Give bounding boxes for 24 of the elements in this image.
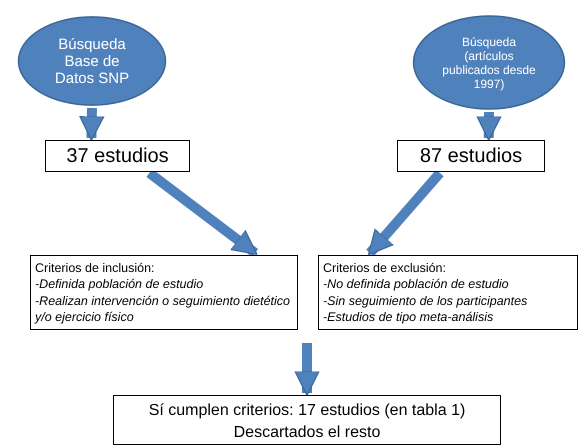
search-ellipse	[412, 14, 566, 111]
result-box	[113, 395, 501, 445]
criteria-item: -Realizan intervención o seguimiento dietético y/o ejercicio físico	[35, 292, 292, 325]
criteria-item: -Definida población de estudio	[35, 276, 204, 292]
block-arrow	[476, 112, 502, 141]
count-box	[397, 140, 545, 172]
count-label: 87 estudios	[420, 144, 522, 168]
search-label: Búsqueda (artículos publicados desde 1997)	[441, 34, 537, 90]
result-text: Sí cumplen criterios: 17 estudios (en tabla 1)	[148, 401, 466, 421]
search-ellipse	[17, 15, 167, 107]
count-label: 37 estudios	[66, 144, 169, 168]
block-arrow	[79, 108, 104, 141]
criteria-heading: Criterios de inclusión:	[35, 260, 156, 276]
count-box	[45, 140, 190, 172]
block-arrow	[366, 170, 444, 256]
criteria-item: -No definida población de estudio	[323, 276, 510, 292]
criteria-item: -Sin seguimiento de los participantes	[323, 292, 528, 309]
criteria-box	[318, 255, 578, 330]
result-text: Descartados el resto	[232, 422, 382, 443]
criteria-heading: Criterios de exclusión:	[323, 260, 447, 276]
block-arrow	[294, 343, 320, 396]
search-label: Búsqueda Base de Datos SNP	[54, 36, 130, 86]
criteria-item: -Estudios de tipo meta-análisis	[323, 308, 494, 325]
criteria-box	[30, 255, 298, 330]
